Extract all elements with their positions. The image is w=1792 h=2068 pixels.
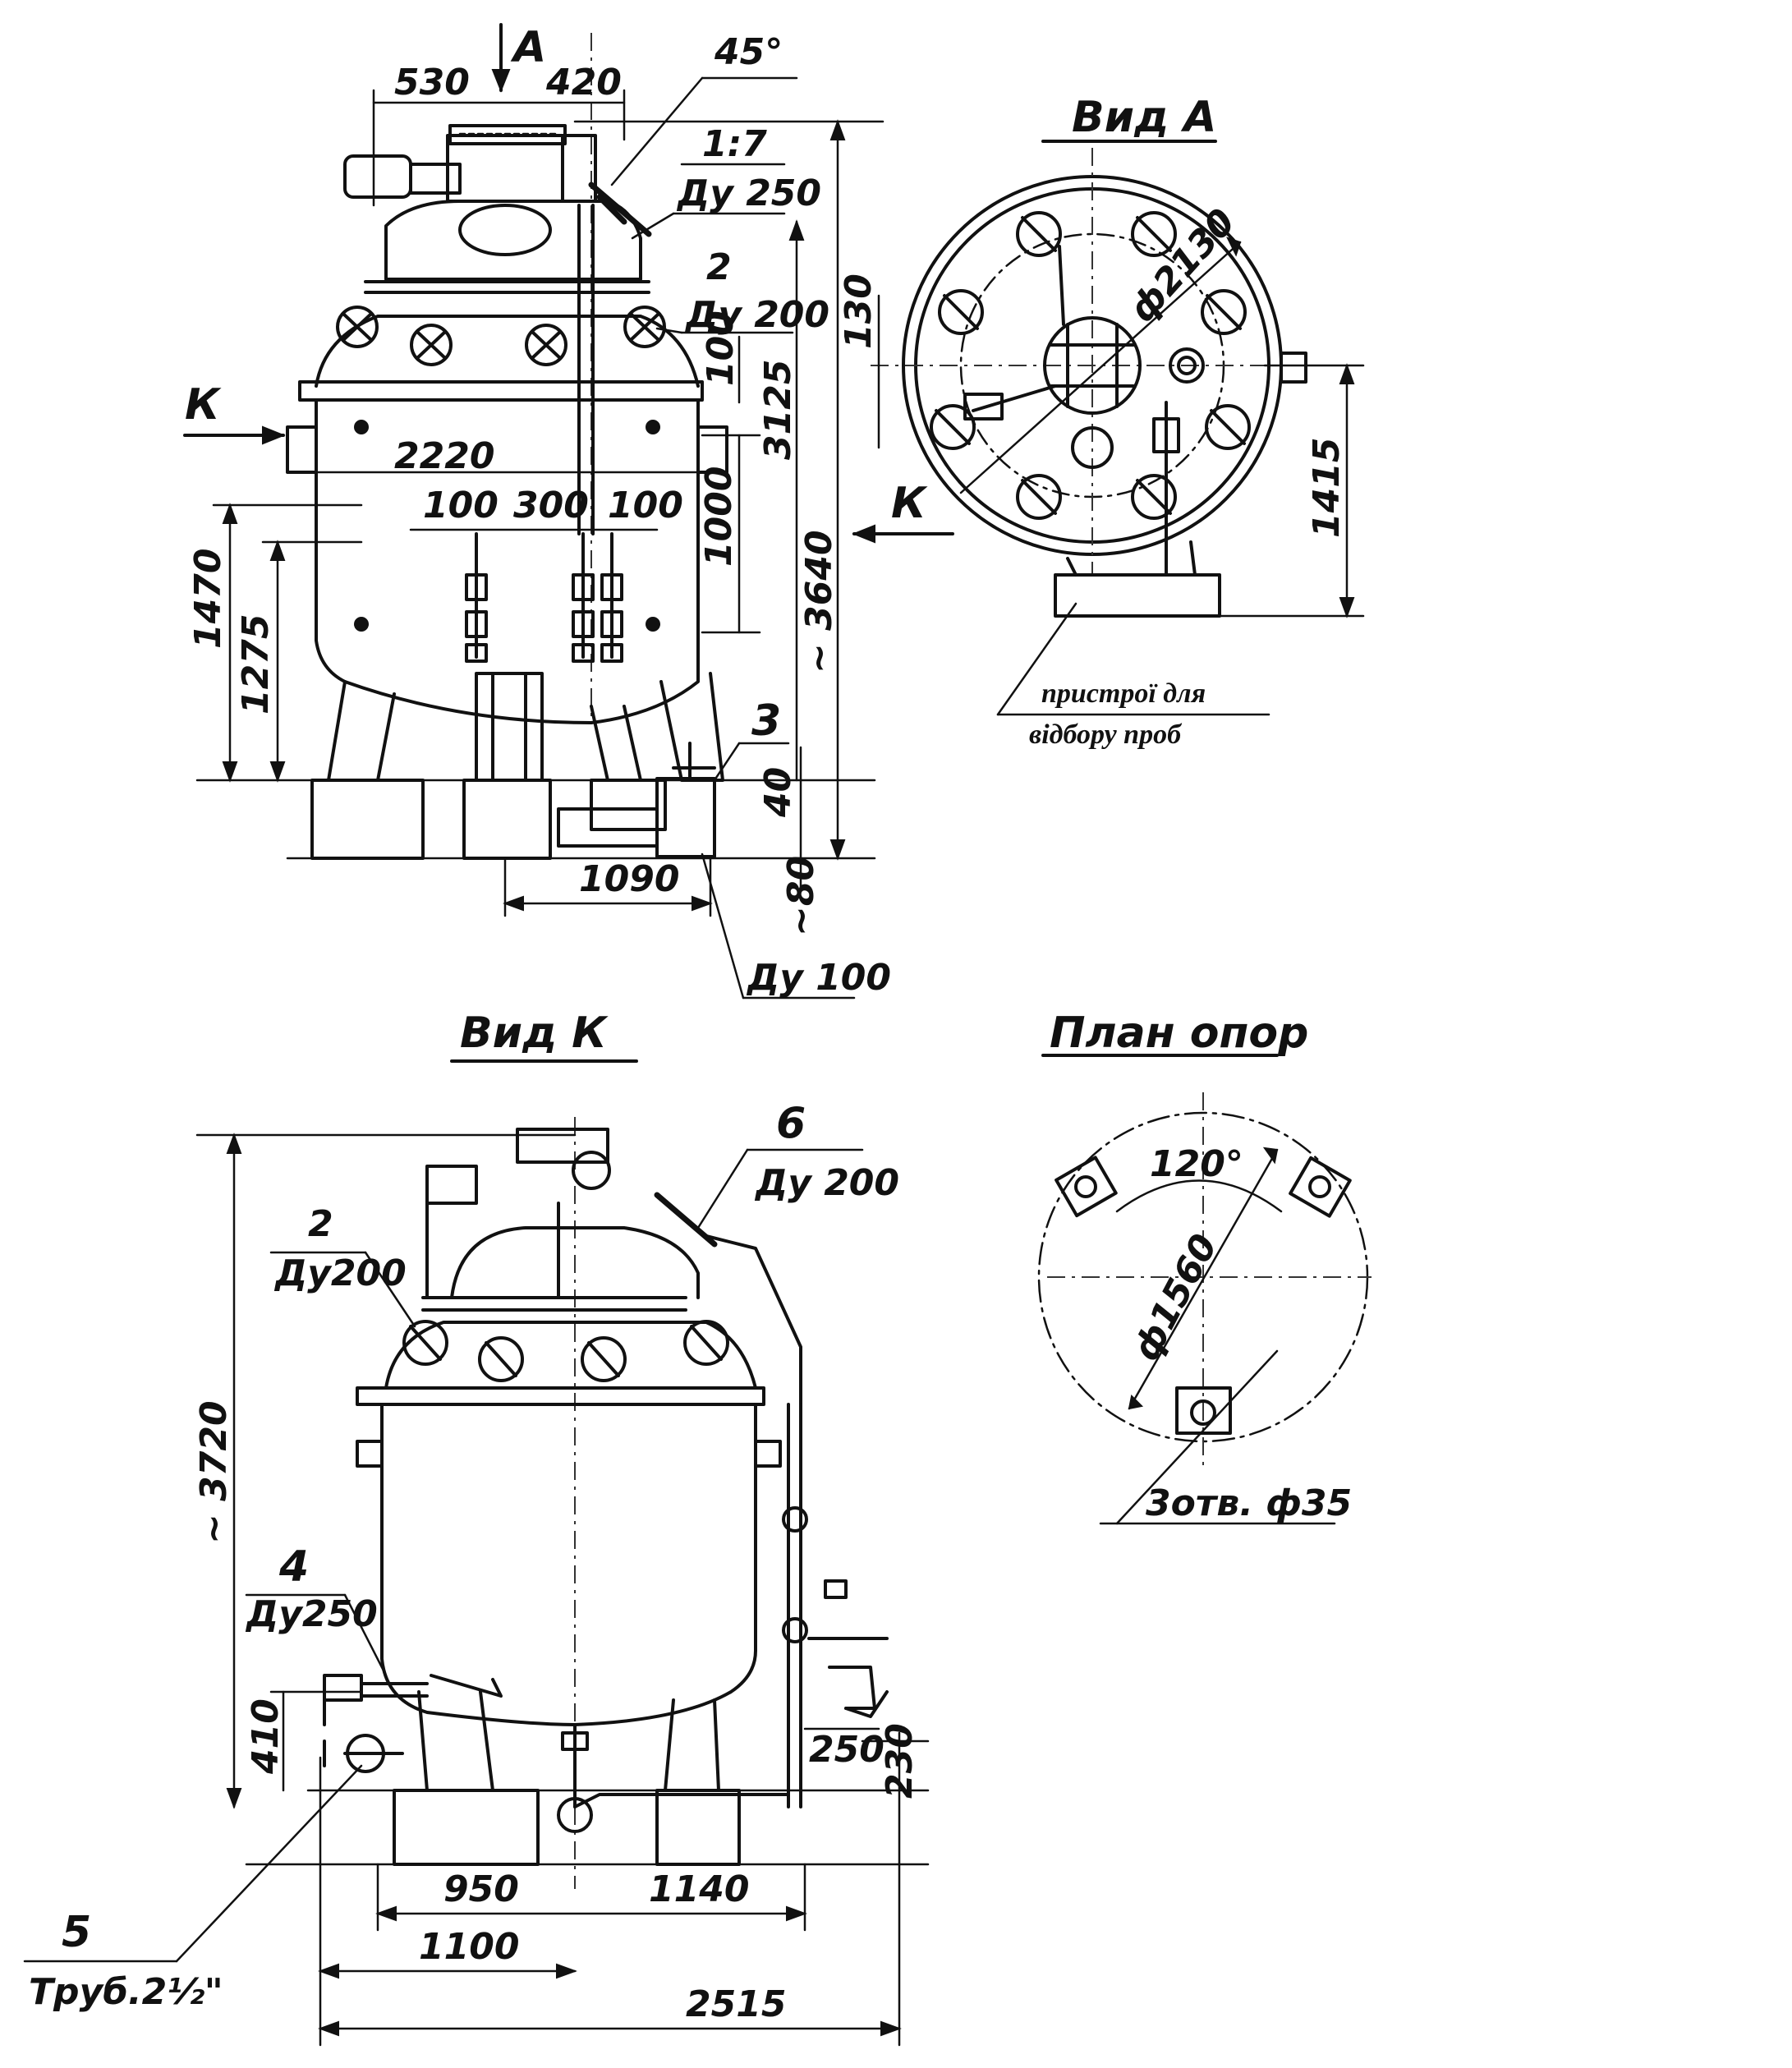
dim-1000: 1000 [698,466,740,567]
view-k-cover [450,1226,700,1299]
dim-1140: 1140 [649,1868,749,1910]
front-view: 530 420 А 45° 1:7 Ду 250 2 Ду 200 ~ 3640… [183,23,891,1000]
nozzle-bottom-du: Ду 100 [746,957,891,999]
support-plan: План опор 120° ф1560 3отв. ф35 [1037,1009,1372,1525]
bottom-drain [475,672,544,782]
marker-k-front: К [185,380,222,430]
support-holes: 3отв. ф35 [1146,1482,1352,1524]
motor-body [343,154,412,199]
dim-2515: 2515 [686,1983,786,2025]
title-view-k: Вид К [460,1009,609,1058]
nozzle-top-du: Ду 250 [676,172,821,214]
front-pos-3: 3 [751,696,781,746]
arrow-a-icon [491,69,511,93]
dim-300: 300 [513,485,589,526]
dim-1090: 1090 [579,858,679,900]
dim-950: 950 [443,1868,519,1910]
vessel-dome [315,315,700,388]
note-line-2: відбору проб [1029,719,1183,750]
front-pos-2: 2 [706,246,732,288]
view-k-flange [356,1386,765,1406]
dim-1415: 1415 [1306,438,1348,538]
dim-2220: 2220 [394,435,494,477]
support-lug-left [1055,1156,1118,1218]
slope-1-7: 1:7 [702,123,767,165]
support-lug-bottom [1175,1386,1232,1435]
title-view-a: Вид А [1072,93,1216,142]
angle-120: 120° [1150,1143,1243,1185]
view-k: Вид К [23,1009,930,2047]
dim-1275: 1275 [235,614,277,715]
front-nozzle-2-du: Ду 200 [684,294,829,336]
dim-1100: 1100 [419,1926,519,1968]
dim-250: 250 [809,1729,885,1771]
title-support-plan: План опор [1050,1009,1308,1058]
view-k-pos-6: 6 [776,1099,806,1148]
dim-410: 410 [245,1698,287,1775]
dim-1470: 1470 [187,549,229,649]
view-k-pos-5: 5 [62,1908,91,1957]
dim-3720: ~ 3720 [193,1400,235,1544]
marker-a: А [510,23,546,72]
foundation-center [462,779,552,860]
view-a: Вид А [838,93,1365,750]
view-k-nozzle-2-du: Ду200 [273,1252,407,1294]
vessel-shell [315,398,700,724]
dim-3125: 3125 [757,360,799,460]
view-k-pipe-5: Труб.2½" [29,1971,223,2013]
dim-100-right: 100 [700,310,742,386]
view-k-pos-4: 4 [278,1542,309,1592]
dim-420: 420 [545,62,622,103]
view-k-nozzle-6-du: Ду 200 [754,1162,899,1204]
main-flange [298,380,704,402]
dim-530: 530 [394,62,470,103]
view-k-nozzle-4-du: Ду250 [245,1593,378,1635]
arrow-k-icon [262,425,286,445]
view-k-pos-2: 2 [308,1203,333,1245]
support-base [1054,573,1221,618]
support-lug-right [1289,1156,1352,1218]
dim-d1560: ф1560 [1125,1228,1226,1368]
note-line-1: пристрої для [1041,678,1206,709]
dim-100-a: 100 [423,485,499,526]
foundation-left [310,779,425,860]
marker-k-side: К [891,479,928,528]
dim-100-b: 100 [608,485,683,526]
dim-3640: ~ 3640 [798,530,840,673]
angle-45: 45° [714,31,783,73]
arrow-k-side-icon [852,524,875,544]
dim-130: 130 [838,273,880,349]
upper-cover [384,200,642,281]
dim-40: 40 [757,767,799,818]
